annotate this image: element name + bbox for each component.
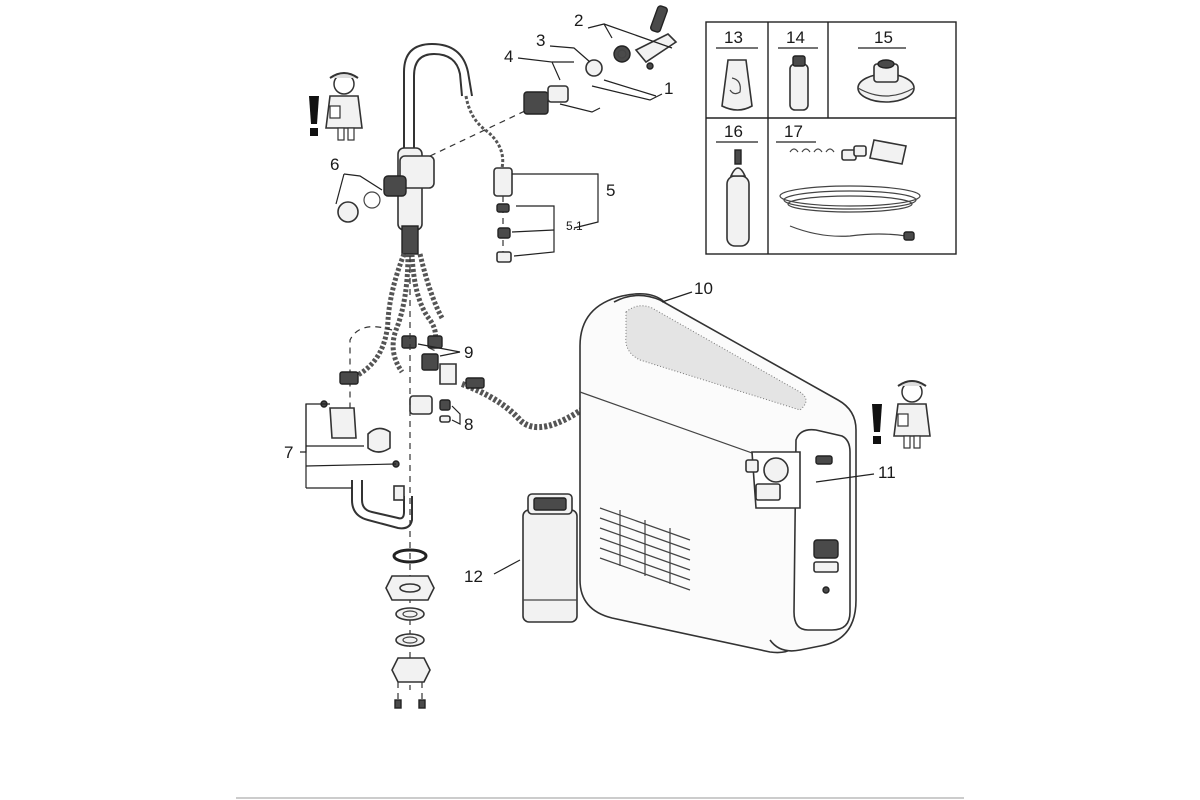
installer-figure-icon <box>893 380 931 449</box>
chiller-unit <box>579 292 857 654</box>
mounting-bracket <box>320 400 413 530</box>
spray-head <box>493 167 513 263</box>
callout-4: 4 <box>504 47 513 66</box>
table-cell-label-14: 14 <box>786 28 805 47</box>
filter-cartridge <box>522 493 578 623</box>
carbonator-head-icon <box>857 59 915 103</box>
callout-10: 10 <box>694 279 713 298</box>
callout-5-1: 5.1 <box>566 219 583 233</box>
filter-bottle-icon <box>789 55 809 111</box>
vent-slots <box>599 507 691 591</box>
leader-lines <box>300 23 875 575</box>
cartridge-assembly <box>523 5 678 115</box>
callout-8: 8 <box>464 415 473 434</box>
callout-5: 5 <box>606 181 615 200</box>
table-cell-label-16: 16 <box>724 122 743 141</box>
callout-12: 12 <box>464 567 483 586</box>
valve-fittings <box>409 395 451 423</box>
callout-9: 9 <box>464 343 473 362</box>
callout-2: 2 <box>574 11 583 30</box>
exclamation-icon <box>872 404 882 444</box>
supply-hoses <box>339 253 592 431</box>
callout-6: 6 <box>330 155 339 174</box>
faucet-body <box>397 42 549 255</box>
callout-11: 11 <box>878 463 896 482</box>
accessory-table: 13 14 15 16 17 <box>705 21 957 255</box>
table-cell-label-15: 15 <box>874 28 893 47</box>
bottle-icon <box>721 59 753 111</box>
exclamation-icon <box>309 96 319 136</box>
installer-figure-icon <box>325 72 363 141</box>
callout-7: 7 <box>284 443 293 462</box>
fittings-kit-icon <box>779 139 921 241</box>
co2-cylinder-icon <box>726 149 750 247</box>
callout-1: 1 <box>664 79 673 98</box>
mounting-stack <box>385 256 435 709</box>
callout-3: 3 <box>536 31 545 50</box>
table-cell-label-17: 17 <box>784 122 803 141</box>
filter-head <box>745 451 801 509</box>
table-cell-label-13: 13 <box>724 28 743 47</box>
side-handle <box>337 175 407 223</box>
callout-labels: 1 2 3 4 5 5.1 6 7 8 9 10 11 12 <box>284 11 896 586</box>
